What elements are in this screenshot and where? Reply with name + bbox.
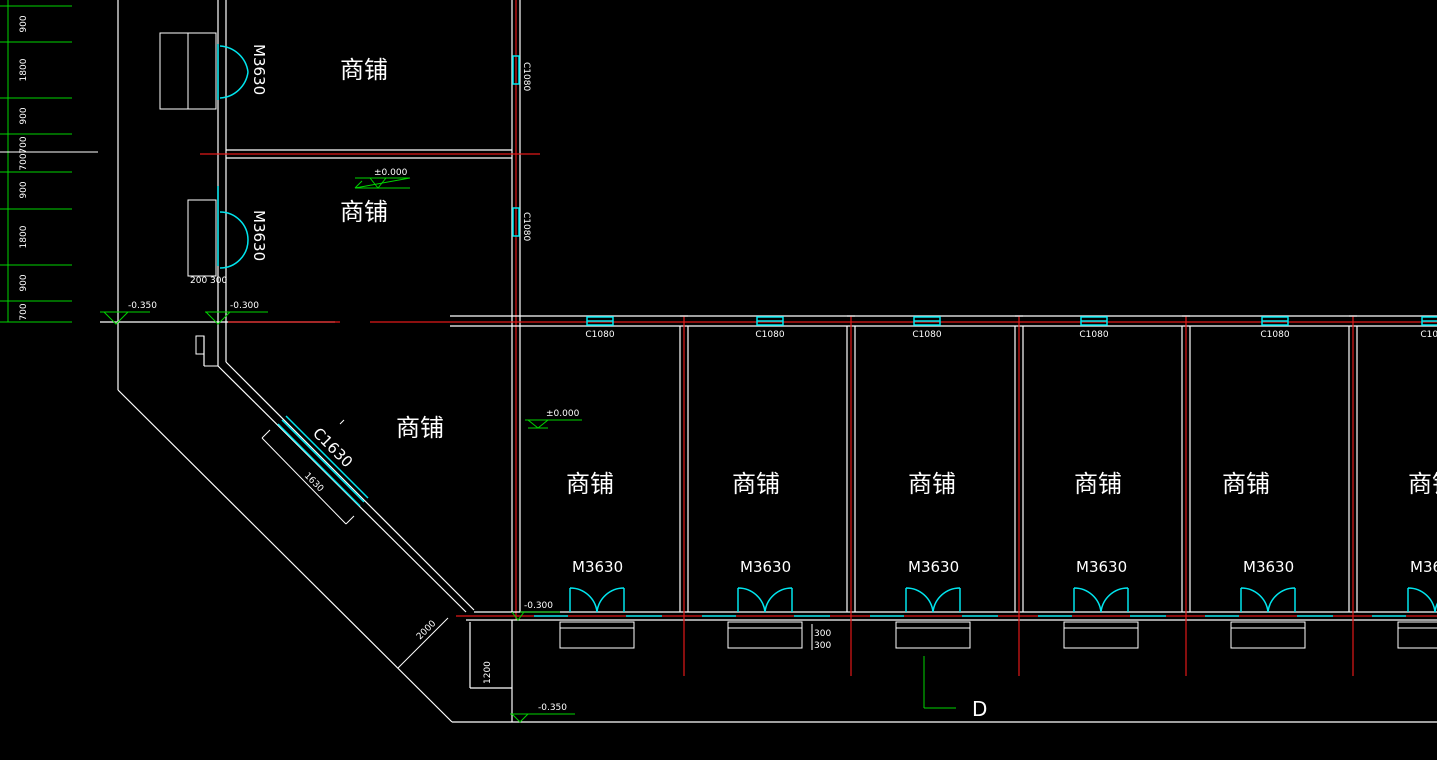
dim-text: 300	[814, 641, 831, 651]
shop-bays: C1080 商铺 M3630 C1080 商铺 M3630 C1080 商铺 M3630 C108…	[534, 315, 1437, 676]
main-horizontal-wall: -0.350 -0.300	[100, 301, 1437, 327]
dim-text: 900	[19, 274, 29, 291]
door-label: M3630	[1243, 558, 1294, 576]
window-label: C1080	[585, 330, 614, 340]
elevation-label: ±0.000	[546, 409, 580, 419]
elevation-label: -0.300	[524, 601, 553, 611]
room-label: 商铺	[908, 470, 956, 498]
entry-step	[727, 621, 803, 649]
room-label: 商铺	[732, 470, 780, 498]
dim-text: 1800	[19, 58, 29, 81]
dim-text: 900	[19, 181, 29, 198]
room-label: 商铺	[340, 198, 388, 226]
entry-step	[559, 621, 635, 649]
outer-boundary	[100, 0, 1437, 723]
window-label: C1080	[1420, 330, 1437, 340]
door-swing	[1407, 587, 1437, 613]
window-label: C1080	[755, 330, 784, 340]
room-label: 商铺	[566, 470, 614, 498]
door-label: M3630	[572, 558, 623, 576]
bottom-shop-row: 1200 -0.300 -0.350 ±0.000 D C1080 商铺 M3630…	[456, 315, 1437, 723]
door-label: M3630	[250, 210, 268, 261]
left-dimension-chain: 900 1800 900 700 700 900 1800 900 700	[0, 0, 98, 323]
entry-step	[1397, 621, 1437, 649]
dim-text: 900	[19, 107, 29, 124]
door-label: M3630	[908, 558, 959, 576]
room-label: 商铺	[396, 414, 444, 442]
door-swing	[1240, 587, 1296, 613]
dim-text: 1800	[19, 225, 29, 248]
door-swing	[905, 587, 961, 613]
dim-text: 700	[19, 136, 29, 153]
dim-text: 700	[19, 303, 29, 320]
elevation-label: -0.350	[538, 703, 567, 713]
door-swing	[569, 587, 625, 613]
dim-text: 300	[814, 629, 831, 639]
elevation-label: -0.350	[128, 301, 157, 311]
door-label: M3630	[1410, 558, 1437, 576]
room-label: 商铺	[1074, 470, 1122, 498]
entry-step	[895, 621, 971, 649]
window-label: C1080	[521, 62, 531, 91]
door-swing	[737, 587, 793, 613]
upper-shop-walls: 200 300 M3630 M3630 C1080 C1080 商铺 商铺 ±0…	[159, 0, 540, 620]
window-label: C1080	[1260, 330, 1289, 340]
dim-text: 200 300	[190, 276, 227, 286]
door-label: M3630	[740, 558, 791, 576]
diagonal-wall: 1630 C1630 2000 商铺	[195, 335, 475, 669]
dim-text: 1200	[483, 661, 493, 684]
room-label: 商铺	[1408, 470, 1437, 498]
window-label: C1080	[521, 212, 531, 241]
room-label: 商铺	[340, 56, 388, 84]
entry-step	[1230, 621, 1306, 649]
door-label: M3630	[1076, 558, 1127, 576]
window-label: C1080	[912, 330, 941, 340]
entry-step	[1063, 621, 1139, 649]
dim-text: 700	[19, 153, 29, 170]
dim-text: 900	[19, 15, 29, 32]
door-label: M3630	[250, 44, 268, 95]
window-label: C1080	[1079, 330, 1108, 340]
room-label: 商铺	[1222, 470, 1270, 498]
elevation-label: -0.300	[230, 301, 259, 311]
axis-label-d: D	[972, 697, 987, 721]
door-swing	[1073, 587, 1129, 613]
elevation-label: ±0.000	[374, 168, 408, 178]
